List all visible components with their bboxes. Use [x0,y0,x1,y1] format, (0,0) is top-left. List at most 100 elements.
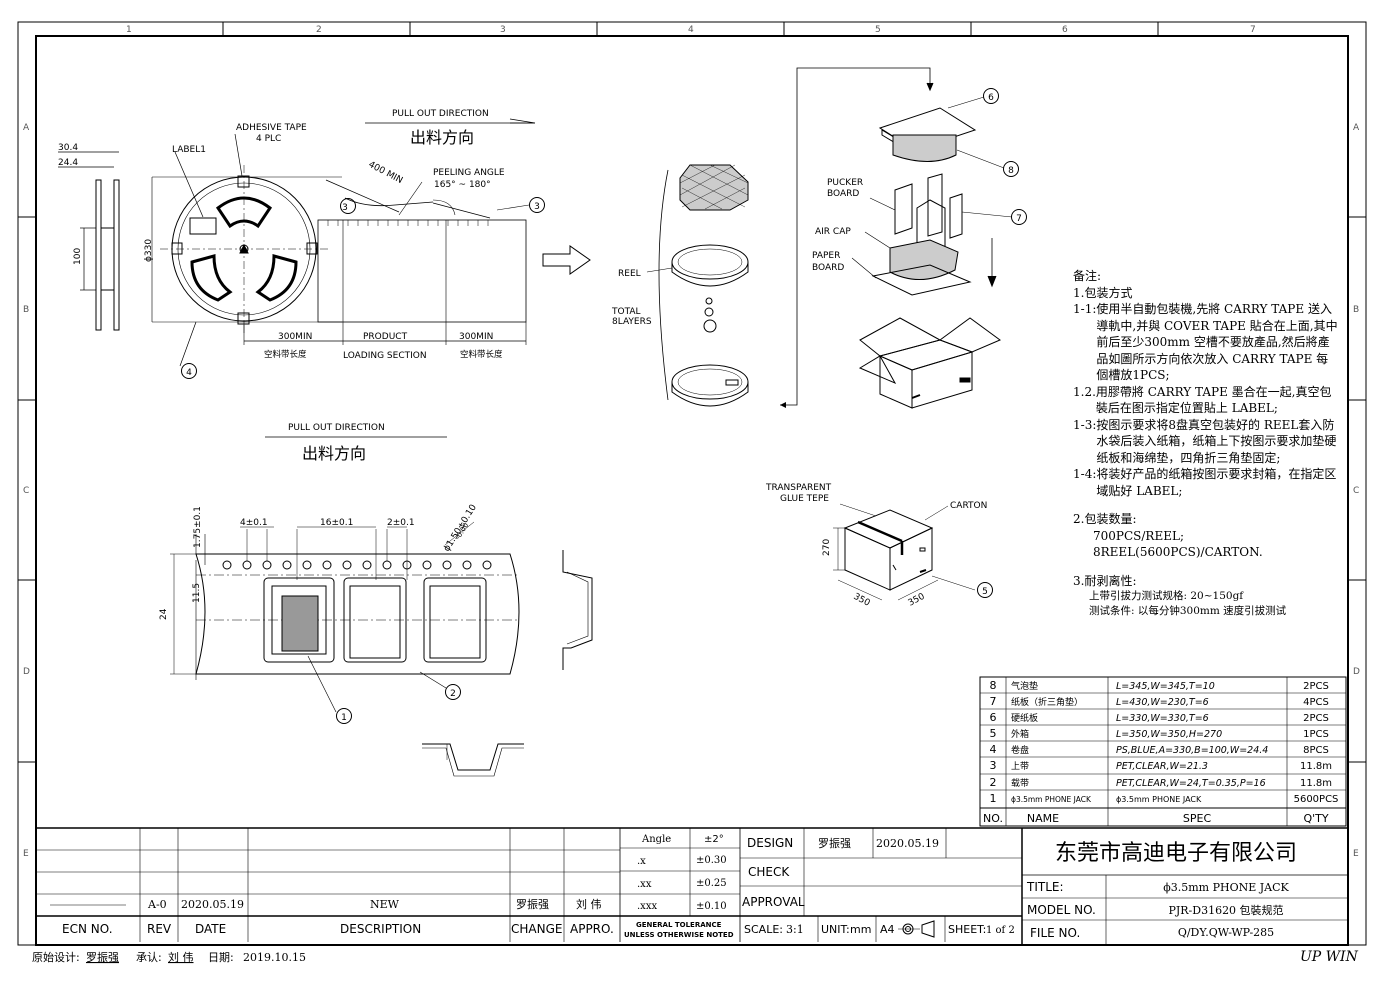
air-cap-label: AIR CAP [815,227,851,237]
original-designer-label: 原始设计: [32,950,80,964]
bom-cell-spec: L=350,W=350,H=270 [1116,729,1222,740]
bom-cell-spec: ϕ3.5mm PHONE JACK [1116,795,1202,804]
bom-cell-qty: 8PCS [1303,745,1329,756]
notes-section-3: 3.耐剥离性: [1073,573,1137,588]
approver: 刘 伟 [168,951,194,964]
hdr-change: CHANGE [511,922,562,936]
label1-callout: LABEL1 [172,145,206,155]
brand-mark: UP WIN [1300,949,1359,965]
bom-cell-qty: 11.8m [1300,761,1332,772]
carton-label: CARTON [950,501,987,511]
unit-value: mm [850,923,871,936]
company-name: 东莞市高迪电子有限公司 [1055,841,1297,866]
bom-cell-spec: L=430,W=230,T=6 [1116,697,1209,708]
balloon-5: 5 [982,587,988,597]
rev-row-date: 2020.05.19 [181,898,244,911]
tol-angle-value: ±2° [704,834,724,845]
total-label: TOTAL [611,307,641,317]
adhesive-tape-callout: ADHESIVE TAPE [236,123,307,133]
adhesive-tape-qty: 4 PLC [256,134,281,144]
zone-letter-right: D [1353,667,1360,677]
unless-noted: UNLESS OTHERWISE NOTED [624,931,734,939]
zone-letter-left: D [23,667,30,677]
bom-cell-name: 气泡垫 [1011,680,1038,692]
zone-letter-left: A [23,123,30,133]
hdr-description: DESCRIPTION [340,922,421,936]
bom-cell-no: 5 [990,727,997,740]
design-label: DESIGN [747,836,793,850]
bom-cell-no: 6 [990,711,997,724]
bom-cell-no: 1 [990,792,997,805]
notes-section-1: 1.包装方式 [1073,285,1133,300]
bom-cell-name: 载带 [1011,777,1029,789]
bom-cell-name: 纸板（折三角垫） [1011,696,1083,708]
approval-label: APPROVAL [742,895,805,909]
hdr-date: DATE [195,922,226,936]
reel-diameter: ϕ330 [144,239,154,262]
title-block [36,827,1348,945]
dim-24-4: 24.4 [58,158,78,168]
bom-cell-spec: PS,BLUE,A=330,B=100,W=24.4 [1116,745,1268,756]
title-label: TITLE: [1026,880,1064,894]
glue-tape-label: GLUE TEPE [780,494,829,504]
tol-xxx-value: ±0.10 [696,901,727,912]
unit-label: UNIT: [821,923,850,936]
zone-number-top: 3 [500,25,506,35]
bom-cell-no: 7 [990,695,997,708]
bom-cell-name: 外箱 [1011,728,1029,740]
zone-letter-right: B [1353,305,1359,315]
zone-number-top: 6 [1062,25,1068,35]
bom-cell-qty: 2PCS [1303,713,1329,724]
section-empty-1-cn: 空料带长度 [264,349,307,360]
file-value: Q/DY.QW-WP-285 [1178,926,1274,939]
bom-cell-qty: 1PCS [1303,729,1329,740]
model-value: PJR-D31620 包裝规范 [1168,903,1283,917]
bom-table [979,676,1347,827]
date-label: 日期: [208,951,234,964]
tol-xxx: .xxx [637,901,657,912]
model-label: MODEL NO. [1027,903,1096,917]
zone-number-top: 1 [126,25,132,35]
peeling-angle-label: PEELING ANGLE [433,168,505,178]
peeling-angle-range: 165° ~ 180° [434,180,491,190]
bom-cell-spec: L=330,W=330,T=6 [1116,713,1209,724]
notes-section-2: 2.包装数量: [1073,512,1137,526]
bom-header-spec: SPEC [1183,812,1212,825]
pucker-label: PUCKER [827,178,863,188]
bom-cell-no: 2 [990,776,997,789]
section-product: PRODUCT [363,332,408,342]
dim-30-4: 30.4 [58,143,78,153]
hdr-appro: APPRO. [570,922,614,936]
hdr-rev: REV [147,922,172,936]
paper-label: PAPER [812,251,840,261]
bom-header-qty: Q'TY [1303,812,1328,825]
bom-cell-spec: PET,CLEAR,W=24,T=0.35,P=16 [1116,778,1266,789]
title-value: ϕ3.5mm PHONE JACK [1163,881,1289,894]
balloon-7: 7 [1016,214,1022,224]
bom-cell-qty: 2PCS [1303,681,1329,692]
bom-header-no: NO. [983,812,1003,825]
footer-date: 2019.10.15 [243,951,306,964]
pucker-board-label: BOARD [827,189,859,199]
carton-height: 270 [822,539,832,556]
bom-cell-name: 硬纸板 [1011,712,1038,724]
rev-row-rev: A-0 [147,898,167,911]
dim-100: 100 [73,248,83,265]
hdr-ecn: ECN NO. [62,922,113,936]
bom-cell-qty: 11.8m [1300,778,1332,789]
note-1-2: 1.2.用膠帶將 CARRY TAPE 墨合在一起,真空包裝后在图示指定位置貼上… [1073,384,1332,416]
balloon-3-b: 3 [534,202,540,212]
layers-label: 8LAYERS [612,317,652,327]
dim-11-5: 11.5 [192,583,202,603]
file-label: FILE NO. [1030,926,1080,940]
section-empty-2-cn: 空料带长度 [460,349,503,360]
section-empty-1: 300MIN [278,332,312,342]
sheet-value: 1 of 2 [986,925,1015,936]
bom-cell-name: 上带 [1011,761,1029,772]
zone-number-top: 7 [1250,25,1256,35]
pull-out-direction-en-2: PULL OUT DIRECTION [288,423,385,433]
sheet-label: SHEET: [948,923,986,936]
balloon-6: 6 [988,93,994,103]
zone-number-top: 5 [875,25,881,35]
